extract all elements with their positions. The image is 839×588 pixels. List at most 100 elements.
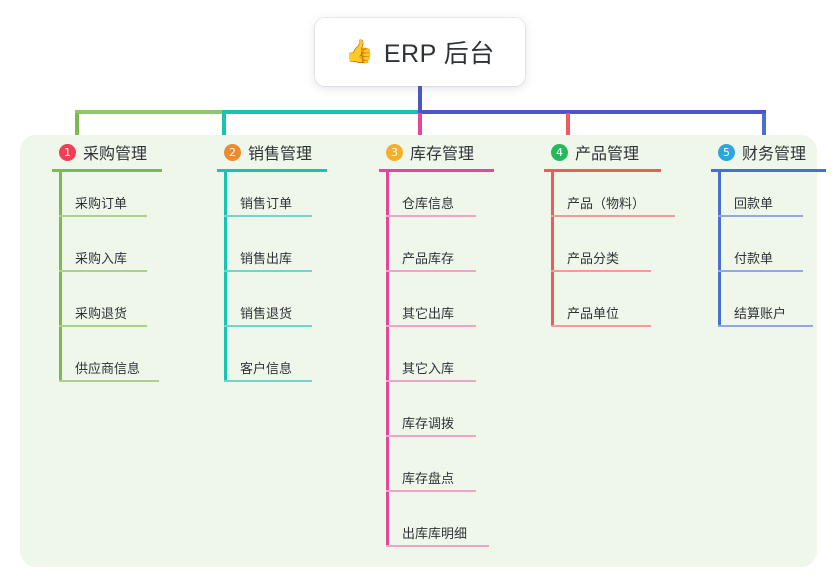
branch-items-sales: 销售订单销售出库销售退货客户信息: [203, 172, 373, 392]
branch-header-purchasing[interactable]: 1 采购管理: [38, 135, 208, 169]
branch-item[interactable]: 其它出库: [386, 282, 540, 337]
branch-underline-inventory: [379, 169, 494, 172]
branch-item[interactable]: 产品（物料）: [551, 172, 710, 227]
branch-item-underline: [59, 270, 147, 272]
branch-spine-finance: [718, 172, 721, 327]
branch-header-finance[interactable]: 5 财务管理: [697, 135, 839, 169]
drop-connector-product: [566, 113, 570, 141]
branch-item[interactable]: 付款单: [718, 227, 839, 282]
drop-connector-sales: [222, 113, 226, 141]
branch-header-sales[interactable]: 2 销售管理: [203, 135, 373, 169]
branch-item[interactable]: 结算账户: [718, 282, 839, 337]
branch-badge-purchasing: 1: [59, 143, 76, 161]
branch-item[interactable]: 库存盘点: [386, 447, 540, 502]
branch-underline-sales: [217, 169, 327, 172]
branch-column-purchasing: 1 采购管理采购订单采购入库采购退货供应商信息: [38, 135, 208, 392]
branch-items-finance: 回款单付款单结算账户: [697, 172, 839, 337]
branch-column-sales: 2 销售管理销售订单销售出库销售退货客户信息: [203, 135, 373, 392]
branch-item-underline: [386, 215, 476, 217]
branch-item[interactable]: 产品单位: [551, 282, 710, 337]
branch-title-product: 产品管理: [575, 146, 640, 163]
drop-connector-inventory: [418, 113, 422, 141]
branch-badge-inventory: 3: [386, 143, 403, 161]
branch-item-underline: [386, 490, 476, 492]
branch-underline-product: [544, 169, 661, 172]
branch-item-label: 其它入库: [402, 361, 455, 376]
branch-underline-finance: [711, 169, 826, 172]
branch-item-label: 供应商信息: [75, 361, 141, 376]
branch-item-underline: [551, 215, 675, 217]
branch-item[interactable]: 采购订单: [59, 172, 208, 227]
bus-segment-0: [75, 110, 222, 114]
branch-item-label: 付款单: [734, 251, 774, 266]
branch-item-underline: [551, 325, 651, 327]
branch-item-label: 采购入库: [75, 251, 128, 266]
branch-item-label: 采购退货: [75, 306, 128, 321]
branch-spine-product: [551, 172, 554, 327]
bus-segment-1: [222, 110, 418, 114]
branch-item[interactable]: 销售退货: [224, 282, 373, 337]
branch-item[interactable]: 产品库存: [386, 227, 540, 282]
drop-connector-finance: [762, 113, 766, 141]
branch-item[interactable]: 销售订单: [224, 172, 373, 227]
branch-item-label: 出库库明细: [402, 526, 468, 541]
branch-item-label: 其它出库: [402, 306, 455, 321]
branch-item-underline: [59, 215, 147, 217]
branch-item-label: 采购订单: [75, 196, 128, 211]
branch-item[interactable]: 采购退货: [59, 282, 208, 337]
root-node[interactable]: 👍 ERP 后台: [315, 18, 525, 86]
branch-item-underline: [386, 380, 476, 382]
branch-spine-sales: [224, 172, 227, 382]
branch-item-underline: [718, 270, 803, 272]
branch-title-purchasing: 采购管理: [83, 146, 148, 163]
branch-spine-purchasing: [59, 172, 62, 382]
branch-item-label: 客户信息: [240, 361, 293, 376]
branch-item[interactable]: 库存调拨: [386, 392, 540, 447]
branch-item-label: 库存盘点: [402, 471, 455, 486]
branch-item[interactable]: 回款单: [718, 172, 839, 227]
drop-connector-purchasing: [75, 113, 79, 141]
branch-header-product[interactable]: 4 产品管理: [530, 135, 710, 169]
branch-title-finance: 财务管理: [742, 146, 807, 163]
branch-badge-sales: 2: [224, 143, 241, 161]
branch-item[interactable]: 客户信息: [224, 337, 373, 392]
branch-item[interactable]: 其它入库: [386, 337, 540, 392]
branch-item-label: 销售订单: [240, 196, 293, 211]
branch-item-underline: [386, 545, 489, 547]
branch-item-underline: [551, 270, 651, 272]
branch-item-underline: [224, 380, 312, 382]
branch-item-underline: [224, 325, 312, 327]
branch-item-underline: [386, 270, 476, 272]
branch-item[interactable]: 出库库明细: [386, 502, 540, 557]
branch-underline-purchasing: [52, 169, 162, 172]
branch-item-label: 产品（物料）: [567, 196, 646, 211]
branch-item[interactable]: 采购入库: [59, 227, 208, 282]
branch-item-underline: [386, 435, 476, 437]
branch-item[interactable]: 产品分类: [551, 227, 710, 282]
branch-items-product: 产品（物料） 产品分类产品单位: [530, 172, 710, 337]
branch-item[interactable]: 供应商信息: [59, 337, 208, 392]
branch-item-label: 销售退货: [240, 306, 293, 321]
branch-item-underline: [718, 215, 803, 217]
branch-column-product: 4 产品管理产品（物料） 产品分类产品单位: [530, 135, 710, 337]
diagram-panel: 1 采购管理采购订单采购入库采购退货供应商信息 2 销售管理销售订单销售出库销售退货客…: [20, 135, 826, 567]
branch-item[interactable]: 仓库信息: [386, 172, 540, 227]
branch-badge-finance: 5: [718, 143, 735, 161]
thumbs-up-icon: 👍: [345, 38, 374, 65]
branch-item-underline: [386, 325, 476, 327]
branch-item-label: 产品单位: [567, 306, 620, 321]
branch-title-sales: 销售管理: [248, 146, 313, 163]
branch-item[interactable]: 销售出库: [224, 227, 373, 282]
branch-item-label: 仓库信息: [402, 196, 455, 211]
branch-column-finance: 5 财务管理回款单付款单结算账户: [697, 135, 839, 337]
branch-item-underline: [59, 380, 159, 382]
root-title: ERP 后台: [383, 40, 495, 68]
branch-items-purchasing: 采购订单采购入库采购退货供应商信息: [38, 172, 208, 392]
branch-badge-product: 4: [551, 143, 568, 161]
branch-spine-inventory: [386, 172, 389, 547]
branch-item-label: 库存调拨: [402, 416, 455, 431]
branch-item-underline: [718, 325, 813, 327]
branch-item-label: 结算账户: [734, 306, 787, 321]
